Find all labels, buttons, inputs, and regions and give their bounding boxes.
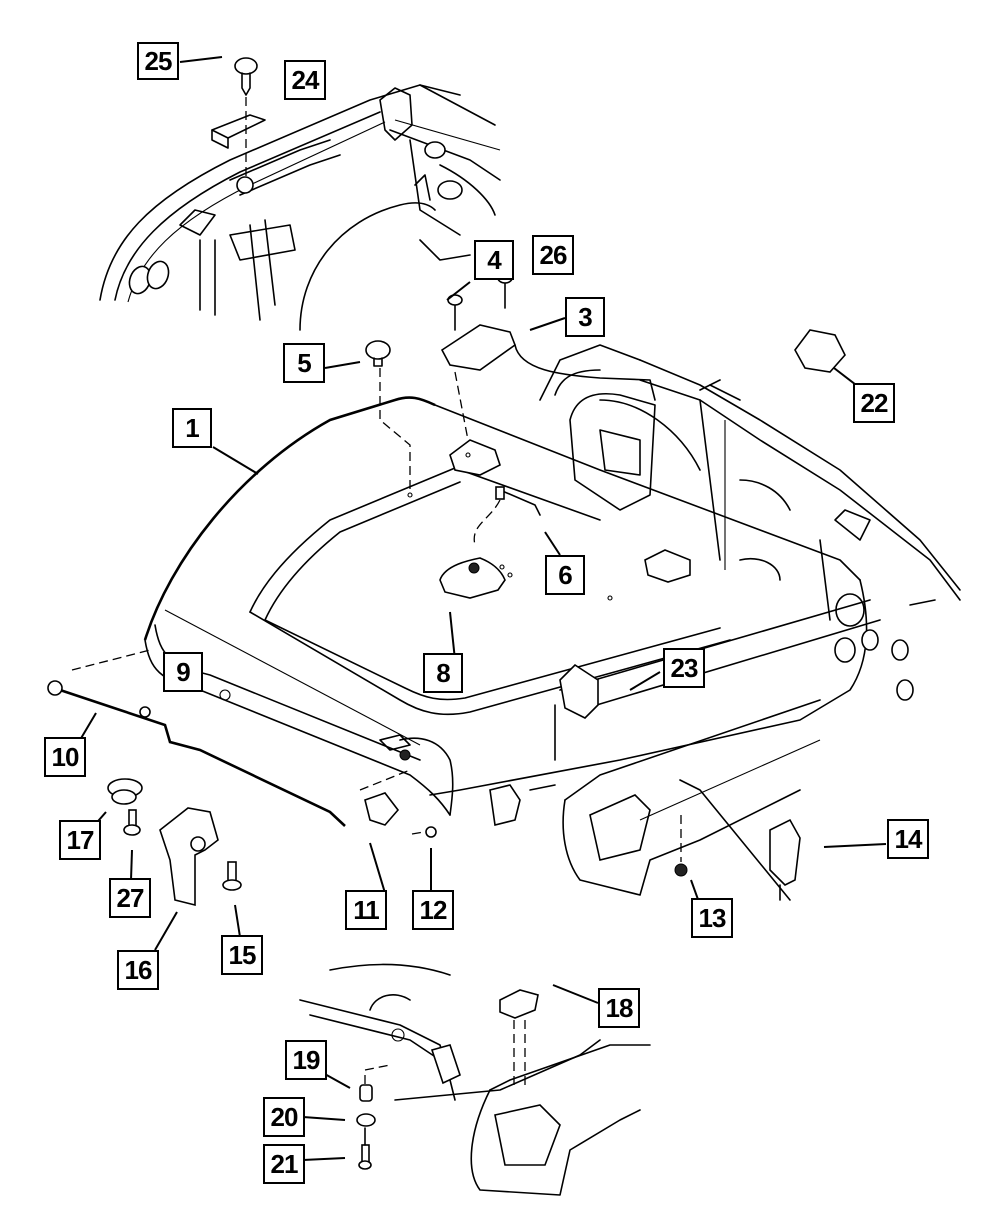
callout-20[interactable]: 20 <box>263 1097 305 1137</box>
fender-drawing <box>539 344 961 901</box>
callout-5[interactable]: 5 <box>283 343 325 383</box>
callout-number: 18 <box>605 992 634 1023</box>
callout-26[interactable]: 26 <box>532 235 574 275</box>
callout-number: 21 <box>270 1148 299 1179</box>
callout-18[interactable]: 18 <box>598 988 640 1028</box>
callout-number: 12 <box>419 894 448 925</box>
callout-number: 16 <box>124 954 153 985</box>
callout-1[interactable]: 1 <box>172 408 212 448</box>
callout-22[interactable]: 22 <box>853 383 895 423</box>
callout-21[interactable]: 21 <box>263 1144 305 1184</box>
callout-number: 9 <box>176 656 191 687</box>
callout-number: 11 <box>353 894 379 925</box>
cowl-assembly-drawing <box>99 57 501 331</box>
callout-number: 20 <box>270 1101 299 1132</box>
leader-lines <box>79 56 887 1161</box>
callout-number: 26 <box>539 239 568 270</box>
callout-number: 10 <box>51 741 80 772</box>
callout-3[interactable]: 3 <box>565 297 605 337</box>
small-parts <box>47 272 846 907</box>
callout-number: 1 <box>185 412 200 443</box>
callout-number: 4 <box>487 244 502 275</box>
callout-number: 3 <box>578 301 593 332</box>
callout-17[interactable]: 17 <box>59 820 101 860</box>
callout-number: 6 <box>558 559 573 590</box>
callout-number: 27 <box>116 882 145 913</box>
callout-23[interactable]: 23 <box>663 648 705 688</box>
callout-27[interactable]: 27 <box>109 878 151 918</box>
callout-8[interactable]: 8 <box>423 653 463 693</box>
callout-24[interactable]: 24 <box>284 60 326 100</box>
callout-number: 13 <box>698 902 727 933</box>
callout-25[interactable]: 25 <box>137 42 179 80</box>
callout-4[interactable]: 4 <box>474 240 514 280</box>
callout-14[interactable]: 14 <box>887 819 929 859</box>
callout-number: 23 <box>670 652 699 683</box>
callout-16[interactable]: 16 <box>117 950 159 990</box>
callout-number: 19 <box>292 1044 321 1075</box>
callout-15[interactable]: 15 <box>221 935 263 975</box>
callout-number: 17 <box>66 824 95 855</box>
callout-12[interactable]: 12 <box>412 890 454 930</box>
callout-number: 15 <box>228 939 257 970</box>
callout-6[interactable]: 6 <box>545 555 585 595</box>
callout-number: 22 <box>860 387 889 418</box>
callout-19[interactable]: 19 <box>285 1040 327 1080</box>
callout-9[interactable]: 9 <box>163 652 203 692</box>
callout-number: 14 <box>894 823 923 854</box>
callout-number: 25 <box>144 45 173 76</box>
callout-11[interactable]: 11 <box>345 890 387 930</box>
callout-13[interactable]: 13 <box>691 898 733 938</box>
bottom-inset-drawing <box>299 963 651 1196</box>
callout-number: 24 <box>291 64 320 95</box>
callout-10[interactable]: 10 <box>44 737 86 777</box>
hood-drawing <box>143 396 868 826</box>
callout-number: 5 <box>297 347 312 378</box>
callout-number: 8 <box>436 657 451 688</box>
